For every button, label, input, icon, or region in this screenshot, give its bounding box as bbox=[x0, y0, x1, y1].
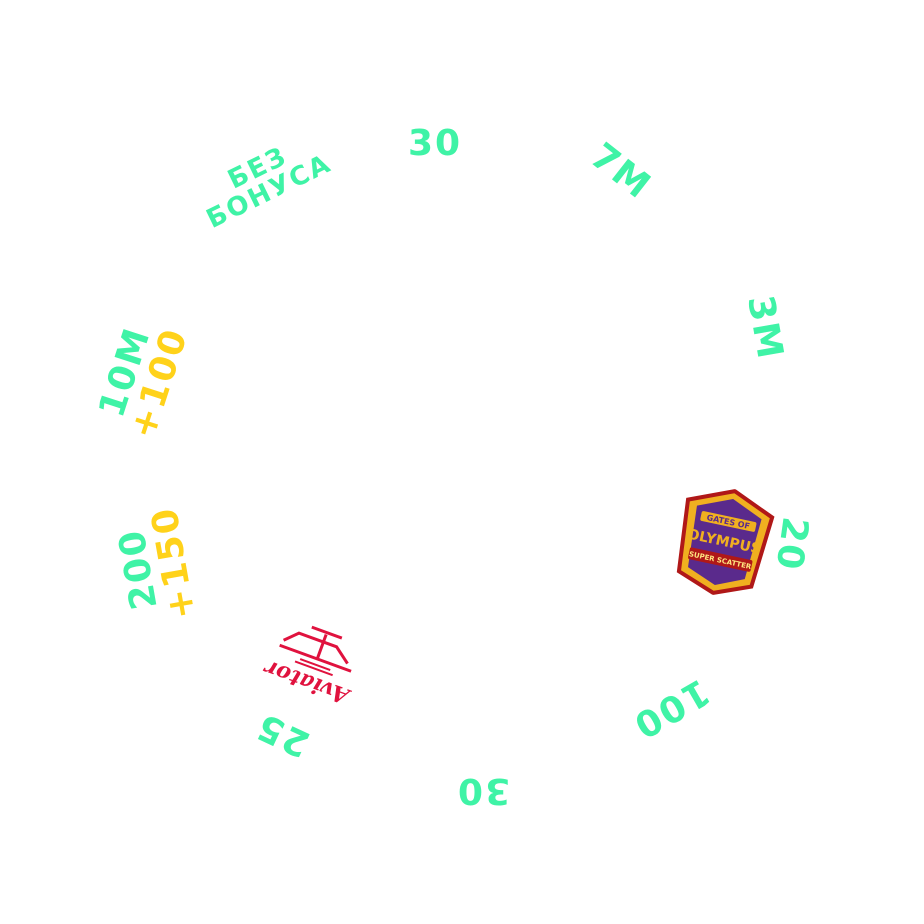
segment-value: 30 bbox=[456, 770, 511, 811]
segment-25: 25 bbox=[249, 704, 317, 765]
segment-200-plus-150: 200 +150 bbox=[111, 504, 204, 628]
segment-100: 100 bbox=[625, 670, 717, 747]
segment-value: 100 bbox=[625, 670, 717, 747]
segment-no-bonus: БЕЗ БОНУСА bbox=[191, 127, 336, 235]
aviator-logo: Aviator bbox=[251, 607, 376, 718]
segment-30-top: 30 bbox=[408, 126, 462, 162]
segment-30-bottom: 30 bbox=[456, 770, 511, 811]
segment-10m-plus-100: 10M +100 bbox=[91, 313, 196, 443]
segment-3m: 3M bbox=[739, 292, 791, 364]
segment-value: 7M bbox=[582, 135, 659, 208]
segment-value: 30 bbox=[408, 123, 463, 164]
segment-value: 3M bbox=[739, 292, 791, 364]
segment-7m: 7M bbox=[582, 135, 659, 208]
gates-of-olympus-super-scatter-logo: GATES OF OLYMPUS SUPER SCATTER bbox=[666, 479, 782, 605]
segment-value: 25 bbox=[249, 704, 317, 765]
